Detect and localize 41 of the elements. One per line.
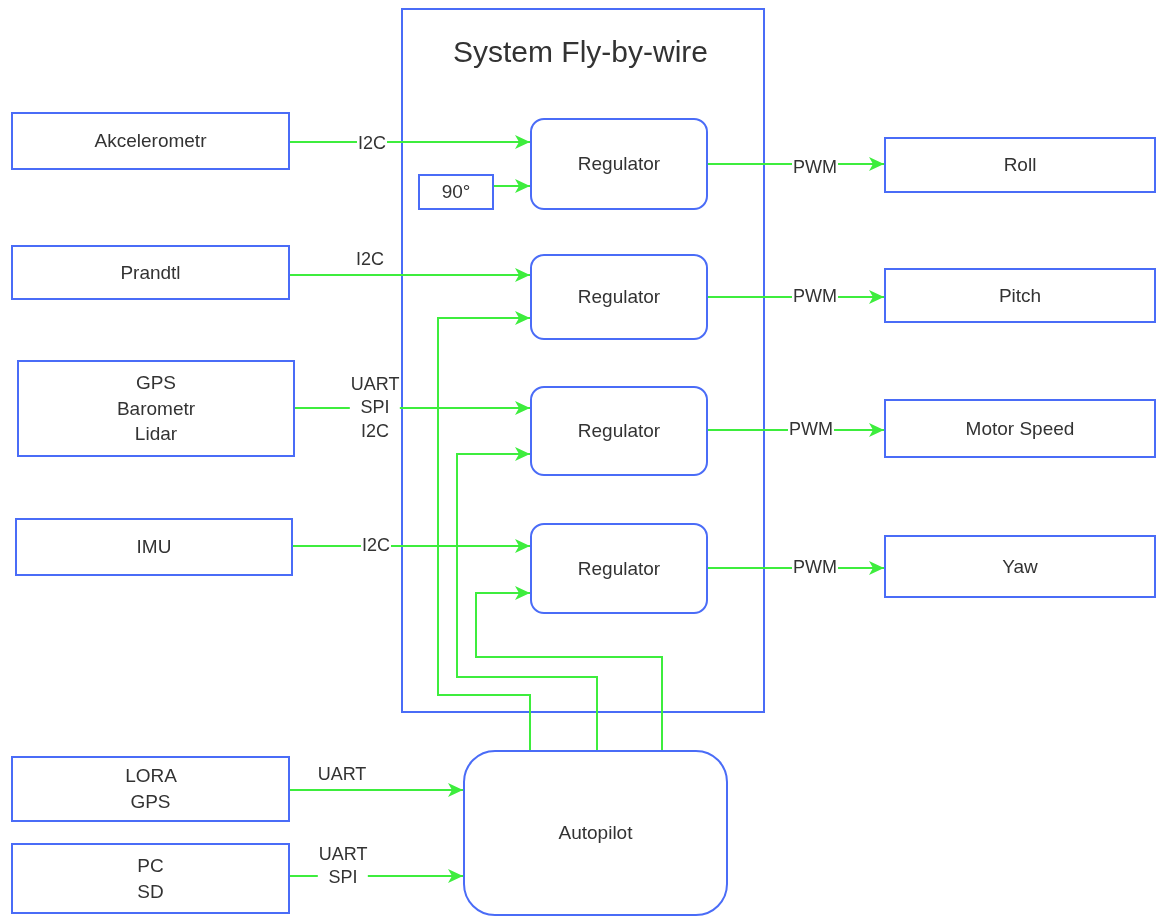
rounded-box	[463, 750, 728, 916]
block-box	[884, 399, 1156, 458]
block-box	[11, 245, 290, 300]
block-box	[884, 268, 1156, 323]
block-label: Regulator	[577, 152, 661, 177]
block-label: Roll	[1003, 153, 1037, 178]
block-label: LORA GPS	[125, 764, 176, 814]
connector-arrow	[475, 586, 663, 751]
connector-arrow	[289, 268, 531, 282]
rounded-box	[530, 523, 708, 614]
system-container	[401, 8, 765, 713]
block-box	[11, 843, 290, 914]
rounded-box	[530, 386, 708, 476]
block-box	[11, 112, 290, 170]
rounded-box	[530, 254, 708, 340]
container-title: System Fly-by-wire	[453, 34, 708, 70]
block-label: Regulator	[577, 285, 661, 310]
block-label: Autopilot	[558, 821, 633, 846]
block-box	[884, 535, 1156, 598]
connector-arrow	[289, 783, 464, 797]
block-label: Regulator	[577, 419, 661, 444]
block-label: GPS Barometr Lidar	[116, 371, 196, 447]
block-label: Akcelerometr	[94, 129, 207, 154]
block-box	[17, 360, 295, 457]
block-box	[11, 756, 290, 822]
block-label: 90°	[441, 180, 471, 205]
block-label: Motor Speed	[965, 416, 1075, 441]
block-label: Prandtl	[120, 260, 181, 285]
connector-arrow	[493, 179, 531, 193]
block-label: Yaw	[1002, 554, 1038, 579]
block-label: Regulator	[577, 556, 661, 581]
block-label: PC SD	[137, 853, 164, 904]
rounded-box	[530, 118, 708, 210]
block-label: IMU	[136, 535, 172, 560]
block-box	[418, 174, 494, 210]
block-box	[15, 518, 293, 576]
connector-arrow	[456, 447, 598, 751]
connector-arrow	[437, 311, 531, 751]
block-label: Pitch	[998, 283, 1042, 308]
connector-arrow	[292, 539, 531, 553]
block-box	[884, 137, 1156, 193]
